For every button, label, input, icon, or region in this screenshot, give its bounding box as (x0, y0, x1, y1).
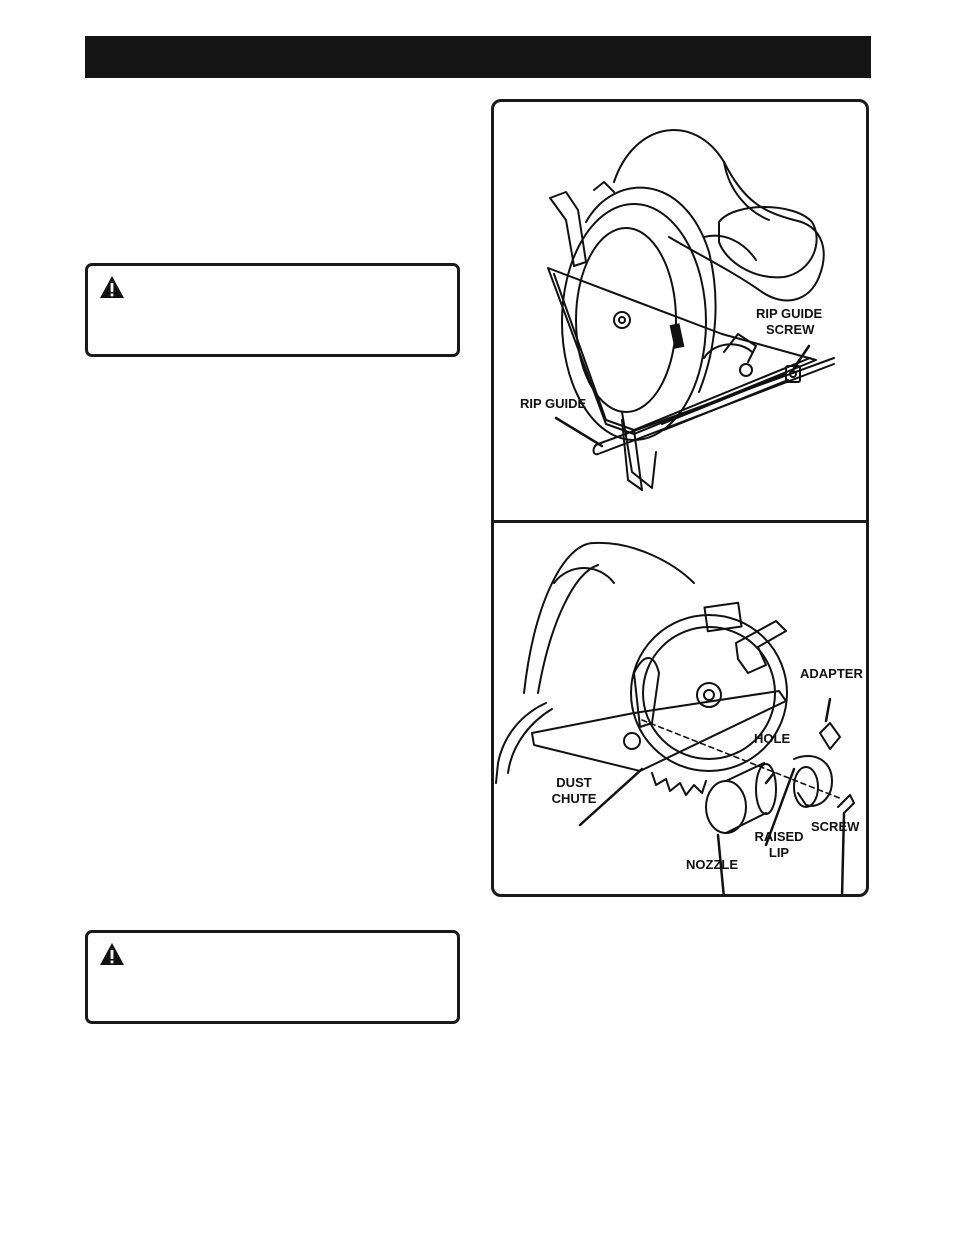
warning-triangle-icon (100, 943, 124, 965)
warning-triangle-icon (100, 276, 124, 298)
label-hole: HOLE (754, 731, 790, 746)
label-raised-lip-1: RAISED (754, 829, 803, 844)
label-adapter: ADAPTER (800, 666, 863, 681)
label-raised-lip-2: LIP (769, 845, 790, 860)
warning-box-top (85, 263, 460, 357)
label-rip-guide: RIP GUIDE (520, 396, 587, 411)
label-dust-chute-1: DUST (556, 775, 591, 790)
rip-guide-illustration: RIP GUIDE SCREW RIP GUIDE (520, 128, 835, 491)
label-rip-guide-screw-1: RIP GUIDE (756, 306, 823, 321)
section-header-bar (85, 36, 871, 78)
warning-box-bottom (85, 930, 460, 1024)
dust-nozzle-illustration: ADAPTER HOLE DUST CHUTE SCREW RAISED LIP… (495, 541, 863, 894)
label-screw: SCREW (811, 819, 860, 834)
label-rip-guide-screw-2: SCREW (766, 322, 815, 337)
figure-divider (494, 520, 866, 523)
label-nozzle: NOZZLE (686, 857, 738, 872)
label-dust-chute-2: CHUTE (552, 791, 597, 806)
figure-panel: RIP GUIDE SCREW RIP GUIDE (491, 99, 869, 897)
